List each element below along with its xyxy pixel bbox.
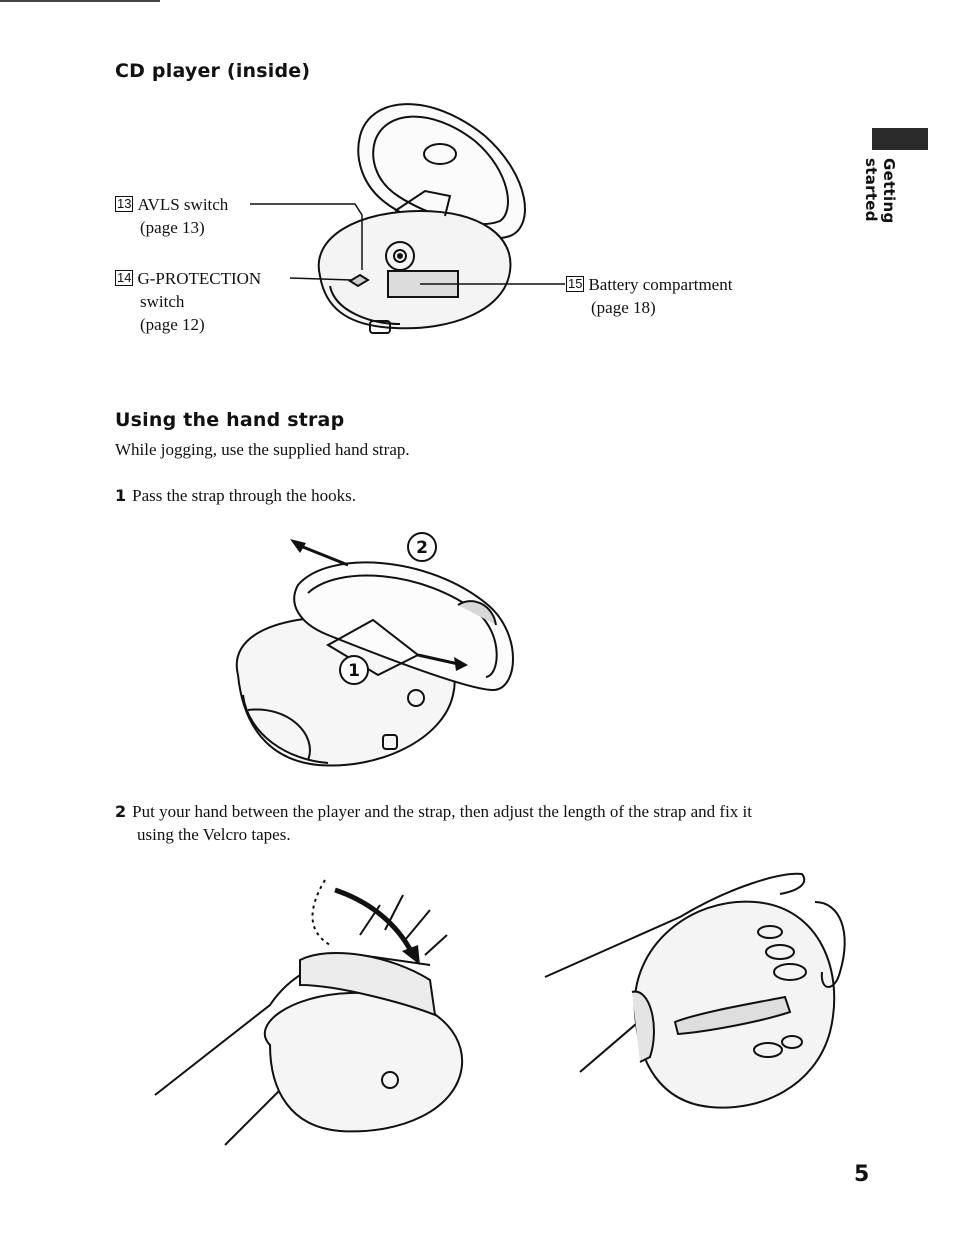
strap-hooks-illustration [235,539,514,767]
page-number: 5 [854,1162,870,1187]
step-text-line2: using the Velcro tapes. [137,825,291,844]
callout-leader-lines [250,203,565,285]
hand-holding-player-illustration [544,872,846,1109]
callout-page-ref: (page 18) [591,298,656,317]
top-rule [0,0,160,2]
marker-text: 1 [348,661,360,681]
intro-text: While jogging, use the supplied hand str… [115,440,410,459]
circled-number-2: 2 [407,532,437,562]
callout-number-box: 15 [566,276,585,292]
callout-number-box: 13 [115,196,134,212]
callout-page-ref: (page 12) [140,315,205,334]
callout-label: Battery compartment [588,275,733,294]
step-number: 1 [115,486,127,505]
callout-label-line2: switch [140,292,185,311]
callout-label: AVLS switch [137,195,229,214]
step-text-line1: Put your hand between the player and the… [132,802,753,821]
step-text: Pass the strap through the hooks. [132,486,356,505]
section-heading-hand-strap: Using the hand strap [115,409,345,431]
side-tab-label: Getting started [862,158,898,224]
cd-player-inside-illustration [317,103,526,334]
callout-page-ref: (page 13) [140,218,205,237]
hand-in-strap-illustration [154,879,464,1146]
step-2: 2 Put your hand between the player and th… [115,800,855,846]
step-number: 2 [115,802,127,821]
section-heading-player-inside: CD player (inside) [115,60,311,82]
marker-text: 2 [416,538,428,558]
callout-label: G-PROTECTION [137,269,262,288]
step-1: 1 Pass the strap through the hooks. [115,484,356,507]
callout-number-box: 14 [115,270,134,286]
side-tab-marker [872,128,928,150]
circled-number-1: 1 [339,655,369,685]
